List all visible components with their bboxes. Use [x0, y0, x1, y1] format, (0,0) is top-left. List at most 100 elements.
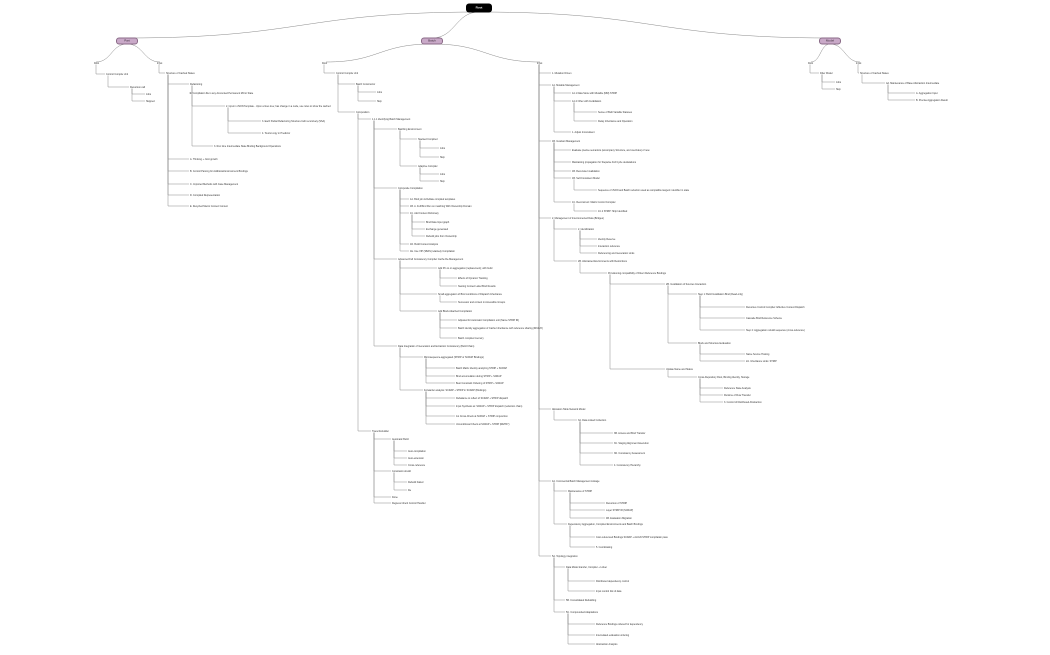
- node-i15[interactable]: 1C.2 STRIP: Ship Identified: [598, 209, 628, 213]
- node-i8[interactable]: 1B. Invariant Management: [552, 139, 581, 143]
- node-i29[interactable]: Name Source Hosting: [746, 352, 770, 356]
- node-m7[interactable]: B. Precise Aggregation Result: [916, 98, 948, 102]
- node-b29[interactable]: Add Block Attached Compilation: [438, 309, 473, 313]
- node-i44[interactable]: Recursion of STRIP: [606, 501, 628, 505]
- node-b33[interactable]: Data Integration of Generation and Extra…: [398, 344, 475, 348]
- node-b9[interactable]: Jobs: [440, 146, 446, 150]
- node-p13[interactable]: B. Control Parsing for Additional Enviro…: [190, 169, 248, 173]
- node-m2[interactable]: Jobs: [836, 80, 842, 84]
- node-i55[interactable]: 5C. Compounded Adaptations: [566, 610, 598, 614]
- node-b15[interactable]: 1A. Bind join & Deflate compiled templat…: [410, 197, 456, 201]
- node-b39[interactable]: Rebalance to reflect of SCRAP + STRIP di…: [456, 396, 509, 400]
- node-i16[interactable]: 2. Management of Interconnected Data (Br…: [552, 216, 604, 220]
- category-node-model[interactable]: Model: [819, 37, 841, 45]
- node-i51[interactable]: Data Model transfer, Compiler + Linker: [566, 565, 607, 569]
- node-i30[interactable]: 2A. Inheritance Links: STRIP: [746, 359, 777, 363]
- node-i52[interactable]: Distributed dependency control: [596, 579, 629, 583]
- node-b18[interactable]: Bind Data Input graph: [426, 220, 450, 224]
- node-p2[interactable]: Recursion call: [130, 85, 146, 89]
- node-b24[interactable]: Add Pin to on aggregation (replacement);…: [438, 266, 493, 270]
- node-p8[interactable]: 2. Input in JSON Template - Upon a lines…: [226, 104, 331, 108]
- node-m4[interactable]: Structure of Cached States: [860, 71, 889, 75]
- node-b28[interactable]: Successor and context in Accessible Grou…: [458, 300, 506, 304]
- node-i53[interactable]: Input control link of data: [596, 589, 622, 593]
- node-i39[interactable]: 3C. Staging Alignment Execution: [614, 441, 649, 445]
- node-i12[interactable]: 1B. Self-Consistent Model: [572, 176, 600, 180]
- node-p7[interactable]: 1. Compilation file is any Accounted Per…: [190, 91, 254, 95]
- node-i45[interactable]: Layer STRIP IR (SCRAP): [606, 508, 634, 512]
- node-i18[interactable]: Identity Reserve: [598, 237, 616, 241]
- node-b37[interactable]: Best Constraint Ordering of STRIP + SCRA…: [456, 381, 504, 385]
- node-pa2[interactable]: Input: [157, 61, 163, 65]
- node-b10[interactable]: Skip: [440, 155, 445, 159]
- node-b21[interactable]: 1D. Build Context Analysis: [410, 242, 439, 246]
- node-p12[interactable]: A. Thinking + Joint growth: [190, 157, 218, 161]
- root-node[interactable]: Root: [466, 3, 492, 13]
- node-i35[interactable]: 3. Control of Distributed Abstraction: [724, 400, 762, 404]
- node-i25[interactable]: Recursive Control Compiler: Effective Co…: [746, 305, 805, 309]
- node-b16[interactable]: 1B. A. Full Bind Run on matching With Ow…: [410, 204, 472, 208]
- node-i56[interactable]: Reference Bindings ordered for dependenc…: [596, 622, 643, 626]
- node-p9[interactable]: 3. Each Partial Refactoring Structure bu…: [262, 119, 325, 123]
- node-b35[interactable]: Batch Matrix Identity analyzing STRIP + …: [456, 366, 508, 370]
- node-b48[interactable]: Constraint rebuild: [392, 469, 411, 473]
- node-i17[interactable]: 2. Identification: [578, 227, 595, 231]
- node-b38[interactable]: Forwarder analysis: SCRAP + STRIP in SCR…: [424, 388, 487, 392]
- node-m1[interactable]: Filter Model: [820, 71, 833, 75]
- node-b20[interactable]: Rebuild jobs from Ownership: [426, 234, 457, 238]
- category-node-batch[interactable]: Batch: [421, 37, 443, 45]
- node-b46[interactable]: Auto-extension: [408, 456, 424, 460]
- node-i48[interactable]: Cost-referenced Bindings SCRAP + ALIGN S…: [596, 535, 668, 539]
- node-i41[interactable]: 4. Consistency Hierarchy: [614, 463, 641, 467]
- node-i40[interactable]: 3D. Consistency Assessment: [614, 451, 645, 455]
- node-i42[interactable]: 4A. Commercial Batch Management Linkage: [552, 479, 600, 483]
- node-p6[interactable]: Refactoring: [190, 82, 203, 86]
- node-b34[interactable]: Microsequence-aggregated (STRIP or SCRAP…: [424, 355, 484, 359]
- node-i10[interactable]: Maintaining propagation for Stepwise Ful…: [572, 160, 637, 164]
- node-b14[interactable]: Composite Compilation: [398, 186, 423, 190]
- node-b51[interactable]: Done: [392, 495, 398, 499]
- node-b7[interactable]: Batching Environment: [398, 127, 422, 131]
- node-b6[interactable]: 1.1.1 Identifying Batch Management: [372, 117, 411, 121]
- node-b42[interactable]: Unconditional Check at SCRAP + STRIP (RE…: [456, 422, 510, 426]
- node-i20[interactable]: Referencing and Generation Links: [598, 251, 635, 255]
- node-i58[interactable]: Abstraction Analysis: [596, 642, 618, 646]
- node-i6[interactable]: Relay Inheritance and Operation: [598, 119, 633, 123]
- node-p5[interactable]: Structure of Cached States: [166, 71, 195, 75]
- node-b26[interactable]: Nesting Context Label Bind Results: [458, 284, 496, 288]
- node-i37[interactable]: 3A. Data Linked Collection: [578, 418, 607, 422]
- node-i1[interactable]: 1. Mutation Driven: [552, 71, 572, 75]
- node-b31[interactable]: Batch identity aggregation of Cache Inhe…: [458, 326, 543, 330]
- node-b5[interactable]: Composition: [356, 110, 370, 114]
- node-ba1[interactable]: Root: [322, 61, 328, 65]
- node-i24[interactable]: Step 1: Build Invalidation Bind (Read-on…: [698, 292, 743, 296]
- node-i33[interactable]: Reference State Analysis: [724, 386, 751, 390]
- node-p10[interactable]: 4. Tourist copy in Predictor: [262, 131, 291, 135]
- node-i54[interactable]: 5B. Consolidated Rebuilding: [566, 598, 597, 602]
- node-b4[interactable]: Skip: [377, 99, 382, 103]
- node-b22[interactable]: 1E. Use VIP (SBAS) relatively Compilatio…: [410, 249, 455, 253]
- node-i4[interactable]: 1A.2 Other with Invalidation: [572, 99, 602, 103]
- node-i23[interactable]: 2B. Invalidation of Sources Interaction: [666, 282, 707, 286]
- node-p4[interactable]: Skipped: [146, 99, 155, 103]
- node-i5[interactable]: Sense of Built Variable Statuses: [598, 110, 632, 114]
- node-i19[interactable]: Interaction reference: [598, 244, 620, 248]
- node-b1[interactable]: Control Compile Unit: [336, 71, 359, 75]
- node-i46[interactable]: 4B. Evaluation Migration: [606, 516, 632, 520]
- node-p1[interactable]: Control Compile Unit: [106, 72, 129, 76]
- node-b19[interactable]: Exchange generated: [426, 227, 449, 231]
- node-i22[interactable]: Provisioning compatibility of Direct Ref…: [608, 271, 666, 275]
- node-b11[interactable]: Adaptive Compiler: [418, 164, 438, 168]
- node-p11[interactable]: 3. Run time Intermediate State Binding B…: [214, 144, 281, 148]
- node-b52[interactable]: Regress Inherit Control Handler: [392, 501, 426, 505]
- node-i28[interactable]: Block and Structure Evaluation: [698, 341, 731, 345]
- node-p3[interactable]: Jobs: [146, 92, 152, 96]
- node-ma2[interactable]: Input: [856, 61, 862, 65]
- node-m6[interactable]: A. Aggregation Input: [916, 91, 938, 95]
- node-i38[interactable]: 3B. Access and Bind Transfer: [614, 431, 646, 435]
- node-i14[interactable]: 1C. Reconstruct: Matrix Control Compiler: [572, 200, 616, 204]
- node-i31[interactable]: Update Name and Status: [666, 367, 693, 371]
- node-i11[interactable]: 1B. Recursive Invalidation: [572, 169, 600, 173]
- node-b25[interactable]: Effects of Dynamic Tracking: [458, 276, 488, 280]
- node-i50[interactable]: 5A. Topology integration: [552, 554, 578, 558]
